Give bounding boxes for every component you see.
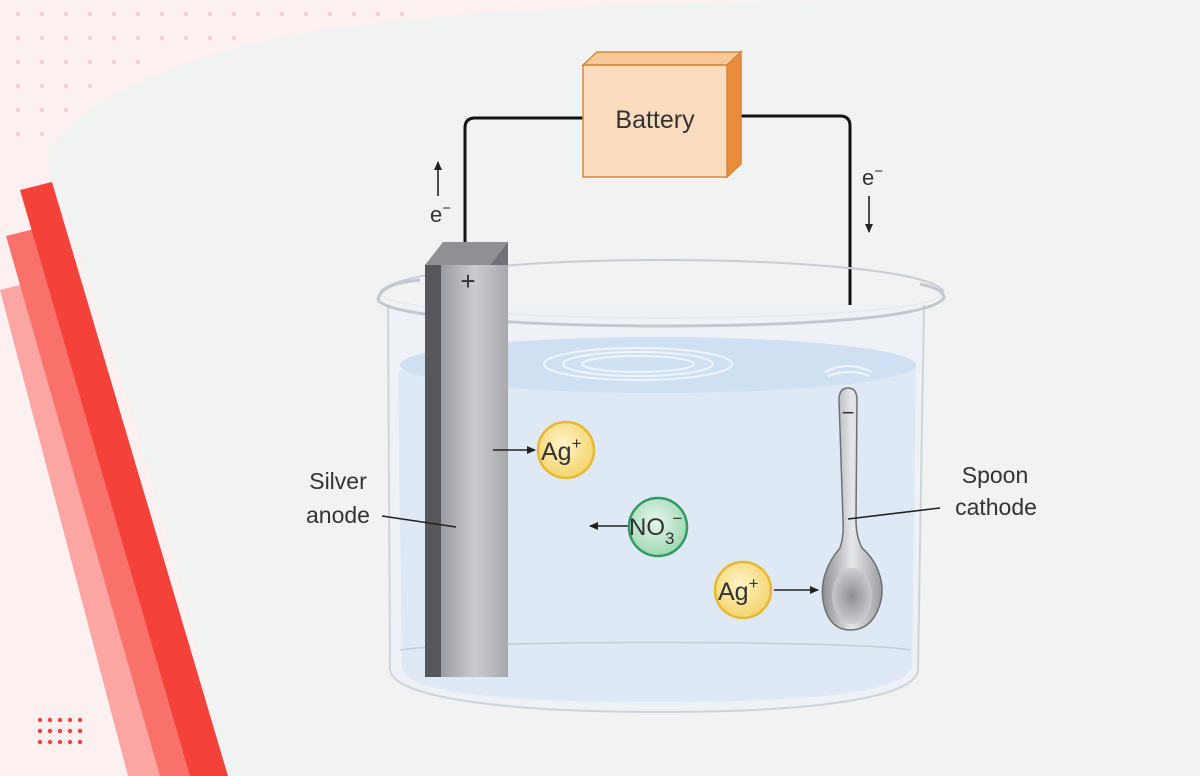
ag-ion-2-symbol: Ag bbox=[718, 578, 749, 606]
anode-label: Silver anode bbox=[306, 468, 457, 528]
electron-left-charge: − bbox=[442, 200, 451, 217]
wire-right bbox=[735, 114, 852, 362]
no3-ion-subscript: 3 bbox=[665, 529, 674, 548]
battery: Battery bbox=[581, 50, 743, 179]
electron-right-symbol: e bbox=[862, 165, 874, 190]
accent-stripe-dark bbox=[20, 182, 228, 776]
svg-text:e−: e− bbox=[430, 200, 451, 227]
anode-sign: + bbox=[460, 266, 475, 296]
silver-anode: + bbox=[425, 242, 508, 677]
electron-right-charge: − bbox=[874, 163, 883, 180]
anode-label-line1: Silver bbox=[309, 468, 367, 494]
ag-ion-1-charge: + bbox=[572, 434, 582, 453]
ag-ion-1: Ag+ bbox=[493, 420, 596, 480]
solution-surface bbox=[400, 337, 916, 393]
dot-pattern-top bbox=[16, 12, 404, 136]
accent-stripe-light bbox=[0, 283, 162, 776]
anode-label-line2: anode bbox=[306, 502, 370, 528]
electron-flow-right: e− bbox=[862, 163, 883, 233]
no3-ion: NO3− bbox=[589, 496, 689, 558]
no3-ion-symbol: NO bbox=[629, 514, 665, 541]
svg-text:Ag+: Ag+ bbox=[718, 574, 759, 606]
ag-ion-2: Ag+ bbox=[713, 560, 819, 620]
electron-left-symbol: e bbox=[430, 202, 442, 227]
battery-label: Battery bbox=[615, 106, 695, 134]
cathode-label: Spoon cathode bbox=[847, 462, 1037, 520]
spoon-cathode: − bbox=[821, 387, 883, 631]
svg-text:NO3−: NO3− bbox=[629, 509, 682, 548]
dot-grid-bottom bbox=[37, 717, 83, 745]
cathode-label-line2: cathode bbox=[955, 494, 1037, 520]
ag-ion-2-charge: + bbox=[749, 574, 759, 593]
electron-flow-left: e− bbox=[430, 161, 451, 227]
cathode-sign: − bbox=[842, 400, 855, 425]
cathode-label-line1: Spoon bbox=[962, 462, 1029, 488]
svg-text:Ag+: Ag+ bbox=[541, 434, 582, 466]
wire-left bbox=[463, 116, 585, 250]
no3-ion-charge: − bbox=[672, 509, 682, 528]
accent-stripe-mid bbox=[6, 229, 195, 776]
ag-ion-1-symbol: Ag bbox=[541, 438, 572, 466]
svg-text:e−: e− bbox=[862, 163, 883, 190]
